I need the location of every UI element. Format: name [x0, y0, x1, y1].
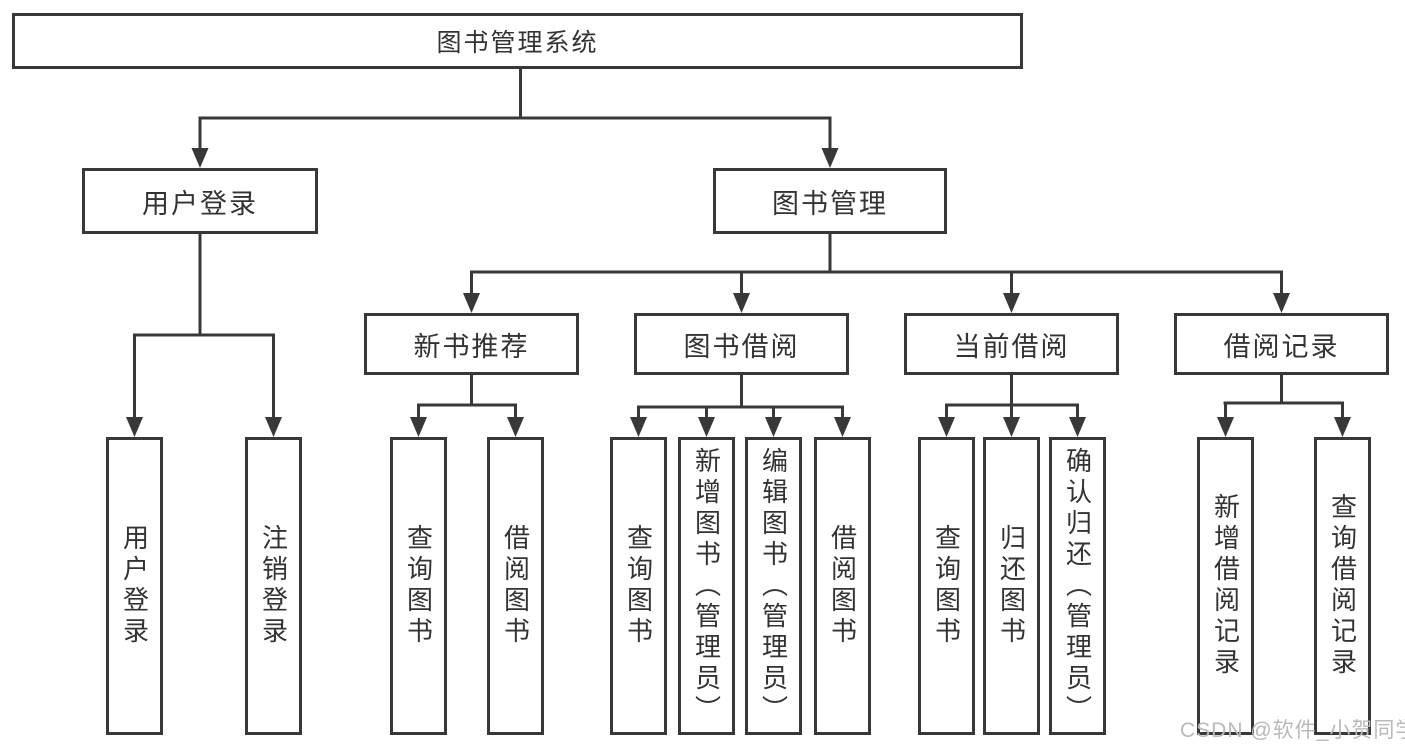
node-root-label: 图书管理系统 — [436, 29, 599, 57]
node-book-borrow-label: 图书借阅 — [683, 331, 800, 362]
leaf-edit-book-admin-label: 编辑图书（管理员） — [758, 446, 789, 726]
leaf-add-borrow-record: 新增借阅记录 — [1197, 437, 1254, 735]
node-user-login-label: 用户登录 — [142, 188, 258, 219]
leaf-query-borrow-record-label: 查询借阅记录 — [1327, 493, 1358, 679]
node-new-book-recommend: 新书推荐 — [364, 313, 579, 375]
leaf-user-login: 用户登录 — [106, 437, 163, 735]
leaf-return-books-label: 归还图书 — [996, 524, 1027, 648]
leaf-logout-label: 注销登录 — [258, 524, 289, 648]
leaf-confirm-return-admin-label: 确认归还（管理员） — [1062, 446, 1093, 726]
leaf-query-books-borrow: 查询图书 — [610, 437, 667, 735]
leaf-return-books: 归还图书 — [983, 437, 1040, 735]
node-book-borrow: 图书借阅 — [634, 313, 849, 375]
leaf-logout: 注销登录 — [245, 437, 302, 735]
node-root: 图书管理系统 — [12, 13, 1023, 69]
csdn-watermark: CSDN @软件_小贺同学 — [1180, 719, 1405, 742]
leaf-add-borrow-record-label: 新增借阅记录 — [1210, 493, 1241, 679]
leaf-user-login-label: 用户登录 — [119, 524, 150, 648]
node-current-borrow: 当前借阅 — [904, 313, 1119, 375]
leaf-query-borrow-record: 查询借阅记录 — [1314, 437, 1371, 735]
leaf-query-books-recommend: 查询图书 — [390, 437, 447, 735]
node-book-management-label: 图书管理 — [772, 188, 888, 219]
leaf-confirm-return-admin: 确认归还（管理员） — [1049, 437, 1106, 735]
leaf-borrow-books-label: 借阅图书 — [827, 524, 858, 648]
leaf-query-books-current: 查询图书 — [918, 437, 975, 735]
leaf-edit-book-admin: 编辑图书（管理员） — [745, 437, 802, 735]
leaf-add-book-admin: 新增图书（管理员） — [678, 437, 735, 735]
leaf-query-books-recommend-label: 查询图书 — [403, 524, 434, 648]
node-borrow-records-label: 借阅记录 — [1223, 331, 1340, 362]
node-borrow-records: 借阅记录 — [1174, 313, 1389, 375]
leaf-query-books-borrow-label: 查询图书 — [623, 524, 654, 648]
leaf-add-book-admin-label: 新增图书（管理员） — [691, 446, 722, 726]
leaf-borrow-books-recommend: 借阅图书 — [487, 437, 544, 735]
node-new-book-recommend-label: 新书推荐 — [413, 331, 530, 362]
leaf-query-books-current-label: 查询图书 — [931, 524, 962, 648]
leaf-borrow-books-recommend-label: 借阅图书 — [500, 524, 531, 648]
node-user-login: 用户登录 — [82, 168, 318, 234]
node-current-borrow-label: 当前借阅 — [953, 331, 1070, 362]
leaf-borrow-books: 借阅图书 — [814, 437, 871, 735]
node-book-management: 图书管理 — [713, 168, 947, 234]
